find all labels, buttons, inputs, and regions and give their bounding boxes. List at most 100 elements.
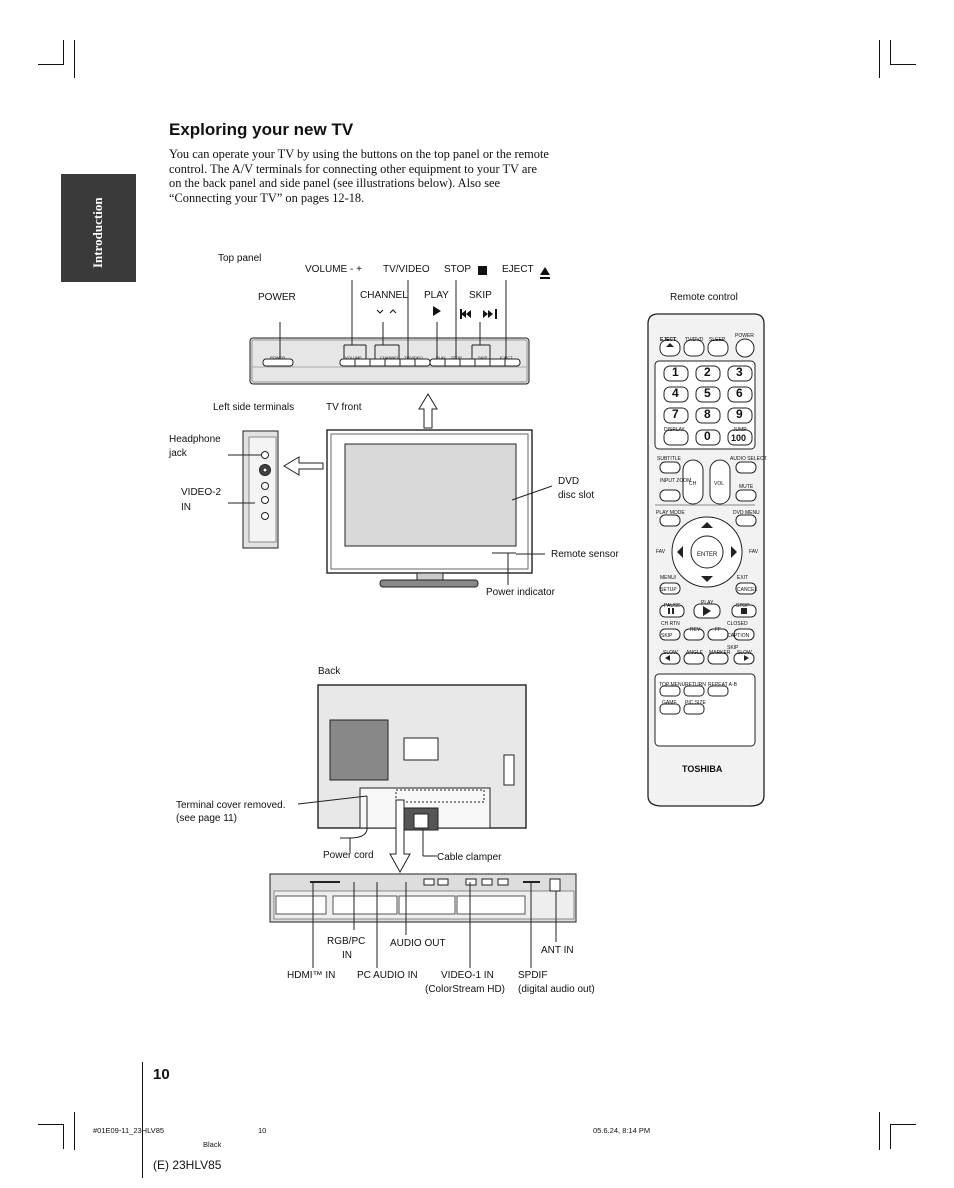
intro-paragraph: You can operate your TV by using the but… — [169, 147, 549, 206]
ant-in-label: ANT IN — [541, 945, 574, 956]
top-panel-label: Top panel — [218, 253, 262, 264]
panel-channel-label: CHANNEL — [380, 355, 400, 360]
crop-mark — [890, 1124, 891, 1149]
remote-stop: STOP — [736, 603, 750, 609]
remote-ch: CH — [689, 481, 697, 487]
remote-game: GAME — [662, 700, 677, 706]
remote-display: DISPLAY — [664, 427, 685, 433]
remote-fav-right: FAV — [749, 549, 759, 555]
stop-label: STOP — [444, 264, 472, 275]
panel-volume-label: VOLUME — [345, 355, 362, 360]
footer-file: #01E09-11_23HLV85 — [93, 1126, 165, 1135]
remote-tvdvd: TV/DVD — [685, 337, 704, 343]
remote-vol: VOL — [714, 481, 725, 487]
crop-mark — [879, 1112, 880, 1150]
play-label: PLAY — [424, 290, 449, 301]
remote-digit-9: 9 — [736, 407, 743, 421]
volume-label: VOLUME - + — [305, 264, 362, 275]
colorstream-label: (ColorStream HD) — [425, 984, 506, 995]
remote-100: 100 — [731, 433, 747, 443]
digital-audio-out-label: (digital audio out) — [518, 984, 595, 995]
panel-stop-label: STOP — [451, 355, 462, 360]
remote-power: POWER — [735, 333, 754, 339]
pc-audio-in-label: PC AUDIO IN — [357, 970, 418, 981]
remote-digit-3: 3 — [736, 365, 743, 379]
remote-audio-select: AUDIO SELECT — [730, 456, 767, 462]
tv-video-label: TV/VIDEO — [383, 264, 430, 275]
headphone-label-1: Headphone — [169, 434, 221, 445]
remote-control-label: Remote control — [670, 292, 738, 303]
panel-power-label: POWER — [270, 355, 286, 360]
remote-fav-left: FAV — [656, 549, 666, 555]
tv-front-label: TV front — [326, 402, 362, 413]
crop-mark — [74, 40, 75, 78]
terminal-cover-label-2: (see page 11) — [176, 813, 237, 824]
video1-in-label: VIDEO-1 IN — [441, 970, 494, 981]
crop-mark — [74, 1112, 75, 1150]
crop-mark — [38, 64, 64, 65]
footer-page: 10 — [258, 1126, 267, 1135]
footer-color: Black — [203, 1140, 222, 1149]
crop-mark — [890, 64, 916, 65]
remote-sensor-label: Remote sensor — [551, 549, 619, 560]
remote-enter: ENTER — [697, 552, 718, 558]
remote-subtitle: SUBTITLE — [657, 456, 681, 462]
remote-input-zoom: INPUT ZOOM — [660, 478, 692, 484]
skip-label: SKIP — [469, 290, 492, 301]
panel-tvvideo-label: TV/VIDEO — [404, 355, 423, 360]
remote-mute: MUTE — [739, 484, 754, 490]
video2-label-1: VIDEO-2 — [181, 487, 222, 498]
remote-ff: FF — [715, 627, 722, 633]
remote-top-menu: TOP MENU — [659, 682, 686, 688]
remote-digit-5: 5 — [704, 386, 711, 400]
remote-rev: REV — [690, 627, 701, 633]
back-label: Back — [318, 666, 341, 677]
panel-eject-label: EJECT — [500, 355, 513, 360]
crop-mark — [63, 40, 64, 65]
terminal-cover-label-1: Terminal cover removed. — [176, 800, 286, 811]
remote-menu-setup: MENU/ SETUP — [660, 575, 677, 593]
channel-label: CHANNEL — [360, 290, 408, 301]
dvd-label-2: disc slot — [558, 490, 595, 501]
remote-closed-caption: CLOSED CAPTION SKIP — [727, 621, 750, 651]
remote-angle: ANGLE — [686, 650, 703, 656]
crop-mark — [890, 40, 891, 65]
cable-clamper-label: Cable clamper — [437, 852, 502, 863]
remote-digit-7: 7 — [672, 407, 679, 421]
remote-ch-rtn: CH RTN SKIP — [661, 621, 680, 639]
remote-return: RETURN — [685, 682, 706, 688]
left-side-terminals-label: Left side terminals — [213, 402, 295, 413]
remote-eject: EJECT — [660, 337, 677, 343]
panel-play-label: PLAY — [436, 355, 446, 360]
remote-digit-4: 4 — [672, 386, 679, 400]
headphone-label-2: jack — [169, 448, 187, 459]
remote-exit-cancel: EXIT CANCEL — [737, 575, 758, 593]
crop-mark — [890, 1124, 916, 1125]
remote-repeat: REPEAT A-B — [708, 682, 737, 688]
remote-digit-8: 8 — [704, 407, 711, 421]
remote-jump: JUMP — [733, 427, 747, 433]
remote-slow-2: SLOW — [737, 650, 752, 656]
remote-play: PLAY — [701, 600, 714, 606]
power-cord-label: Power cord — [323, 850, 374, 861]
page-number: 10 — [153, 1066, 170, 1083]
dvd-label-1: DVD — [558, 476, 580, 487]
hdmi-in-label: HDMI™ IN — [287, 970, 336, 981]
eject-label: EJECT — [502, 264, 534, 275]
footer-date: 05.6.24, 8:14 PM — [593, 1126, 651, 1135]
video2-label-2: IN — [181, 502, 191, 513]
remote-slow-1: SLOW — [663, 650, 678, 656]
footer-model: (E) 23HLV85 — [153, 1158, 222, 1172]
remote-dvd-menu: DVD MENU — [733, 510, 760, 516]
crop-mark — [38, 1124, 64, 1125]
spdif-label: SPDIF — [518, 970, 548, 981]
crop-mark — [879, 40, 880, 78]
remote-digit-6: 6 — [736, 386, 743, 400]
panel-skip-label: SKIP — [478, 355, 488, 360]
page-title: Exploring your new TV — [169, 120, 354, 139]
remote-play-mode: PLAY MODE — [656, 510, 685, 516]
section-tab: Introduction — [61, 174, 136, 282]
rgb-pc-label-2: IN — [342, 950, 352, 961]
audio-out-label: AUDIO OUT — [390, 938, 446, 949]
